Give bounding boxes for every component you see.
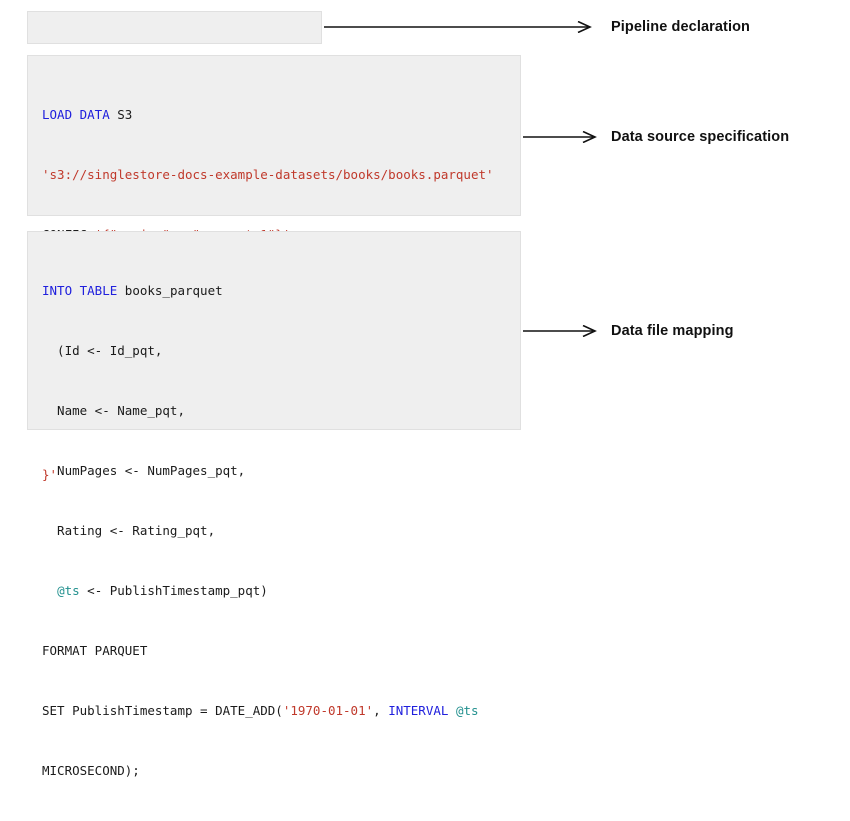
pipeline-diagram: CREATE PIPELINE parquet_pipeline AS LOAD… [27,11,790,778]
code-line: LOAD DATA S3 [42,105,508,125]
code-line: FORMAT PARQUET [42,641,508,661]
code-line: MICROSECOND); [42,761,508,781]
code-block-pipeline-declaration: CREATE PIPELINE parquet_pipeline AS [27,11,322,75]
label-pipeline-declaration: Pipeline declaration [611,19,750,35]
code-token: SET PublishTimestamp = DATE_ADD( [42,703,283,718]
code-token: <- PublishTimestamp_pqt) [79,583,268,598]
code-line: INTO TABLE books_parquet [42,281,508,301]
arrow-pipeline-declaration [324,21,596,33]
code-token: 's3://singlestore-docs-example-datasets/… [42,167,494,182]
code-block-data-file-mapping: INTO TABLE books_parquet (Id <- Id_pqt, … [27,231,521,778]
code-line: SET PublishTimestamp = DATE_ADD('1970-01… [42,701,508,721]
label-data-source-specification: Data source specification [611,129,790,145]
code-line: 's3://singlestore-docs-example-datasets/… [42,165,508,185]
code-token: NumPages <- NumPages_pqt, [42,463,246,478]
code-token: '1970-01-01' [282,703,374,718]
arrow-data-file-mapping [523,325,601,337]
code-line: (Id <- Id_pqt, [42,341,508,361]
code-token: FORMAT PARQUET [42,643,148,658]
code-token: Rating <- Rating_pqt, [42,523,216,538]
code-token: , [373,703,389,718]
code-token: @ts [57,583,80,598]
code-line: @ts <- PublishTimestamp_pqt) [42,581,508,601]
code-line: NumPages <- NumPages_pqt, [42,461,508,481]
code-token [448,703,456,718]
label-data-file-mapping: Data file mapping [611,323,734,339]
code-token: Name <- Name_pqt, [42,403,185,418]
arrow-data-source-specification [523,131,601,143]
code-block-data-source-specification: LOAD DATA S3 's3://singlestore-docs-exam… [27,55,521,482]
code-token: (Id <- Id_pqt, [42,343,163,358]
code-token: books_parquet [117,283,223,298]
code-line: Name <- Name_pqt, [42,401,508,421]
code-token: MICROSECOND); [42,763,140,778]
code-token: INTO TABLE [42,283,118,298]
code-token [42,583,57,598]
code-token: INTERVAL [388,703,449,718]
code-token: S3 [109,107,133,122]
code-line: Rating <- Rating_pqt, [42,521,508,541]
code-token: @ts [455,703,479,718]
code-token: LOAD DATA [42,107,110,122]
